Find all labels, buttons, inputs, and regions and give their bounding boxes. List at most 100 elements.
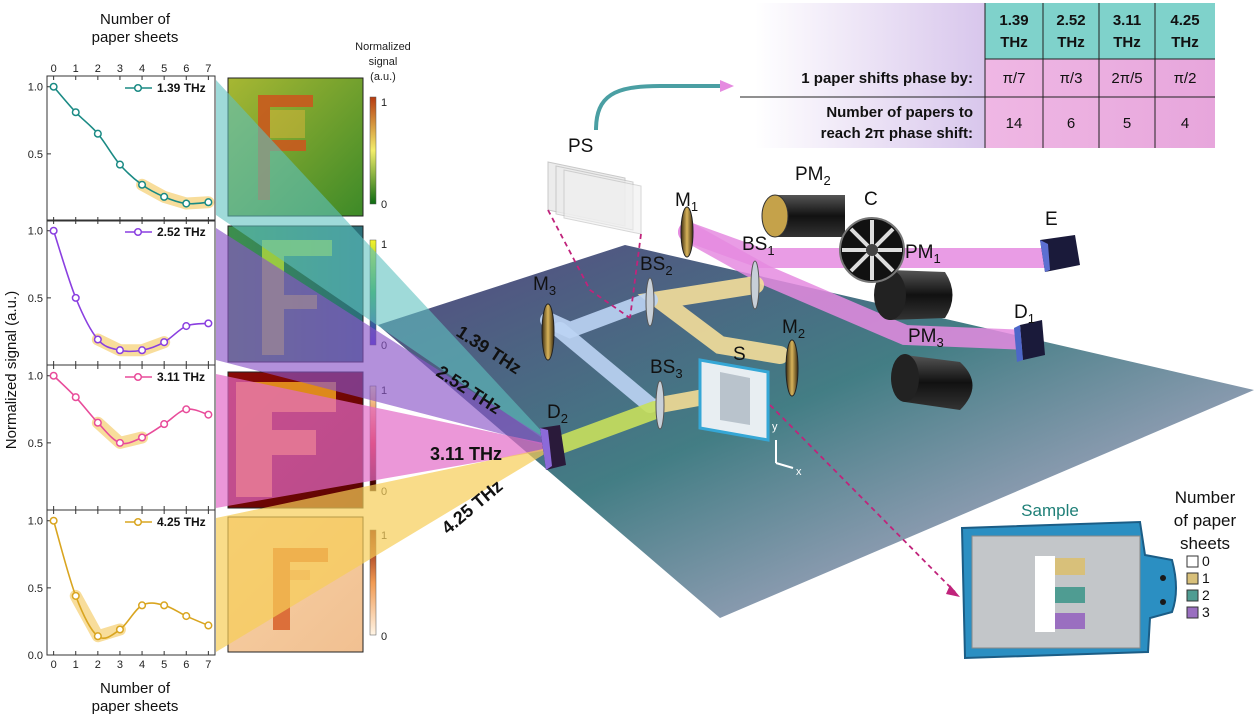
data-point: [71, 393, 80, 402]
arrow-head: [720, 80, 734, 92]
legend-marker-4: [133, 517, 143, 527]
colorbar-1-min: 0: [381, 199, 387, 211]
x-tick-label-bottom: 1: [73, 659, 79, 671]
colorbar-title-line2: signal: [369, 56, 398, 68]
table-freq-3-l2: THz: [1113, 34, 1141, 51]
series-line-1: [53, 86, 209, 205]
legend-marker-3: [133, 372, 143, 382]
y-tick-label: 1.0: [28, 82, 43, 94]
x-tick-label-top: 0: [51, 63, 57, 75]
x-tick-label-bottom: 7: [205, 659, 211, 671]
data-point: [115, 346, 124, 355]
legend-swatch-2: [1186, 589, 1199, 602]
data-point: [160, 192, 169, 201]
data-point: [182, 322, 191, 331]
data-point: [49, 371, 58, 380]
ps-to-table-arrow: [594, 84, 720, 131]
table-row2-val-3: 5: [1123, 115, 1131, 132]
data-point: [204, 319, 213, 328]
chopper-wheel: [839, 217, 905, 283]
table-freq-4-l1: 4.25: [1170, 12, 1199, 29]
thz-beam-yellow-1: [637, 276, 789, 364]
data-point: [49, 226, 58, 235]
data-point: [71, 293, 80, 302]
optical-table-plane: [378, 245, 1254, 618]
label-m2: M2: [782, 317, 805, 341]
sample-paper-0: [1035, 556, 1055, 632]
y-tick-label: 1.0: [28, 516, 43, 528]
data-point: [204, 198, 213, 207]
top-xlabel-line2: paper sheets: [92, 29, 179, 46]
legend-label-1: 1.39 THz: [157, 81, 206, 95]
data-point: [49, 516, 58, 525]
axis-label-y: y: [772, 421, 778, 433]
thz-beam-blue-2: [552, 322, 658, 413]
legend-label-2: 2.52 THz: [157, 225, 206, 239]
beamsplitter-bs2: [645, 277, 655, 327]
mirror-m1: [680, 206, 694, 258]
colorbar-1-max: 1: [381, 97, 387, 109]
y-tick-label: 0.5: [28, 583, 43, 595]
bottom-xlabel-line1: Number of: [100, 680, 171, 697]
y-axis-label: Normalized signal (a.u.): [3, 291, 20, 449]
data-point: [138, 346, 147, 355]
data-point: [93, 632, 102, 641]
x-tick-label-top: 7: [205, 63, 211, 75]
data-point: [182, 199, 191, 208]
sample-title: Sample: [1021, 501, 1079, 520]
setup-diagram: 1.39 THz 2.52 THz 3.11 THz 4.25 THz PS: [216, 80, 1254, 652]
data-point: [115, 625, 124, 634]
label-ps: PS: [568, 136, 593, 157]
table-row2-val-1: 14: [1006, 115, 1023, 132]
series-line-4: [52, 520, 209, 640]
table-row2-val-4: 4: [1181, 115, 1189, 132]
x-tick-label-top: 4: [139, 63, 145, 75]
label-pm3: PM3: [908, 326, 944, 350]
x-tick-label-bottom: 4: [139, 659, 145, 671]
label-m1: M1: [675, 190, 698, 214]
sample-holder: [698, 358, 960, 597]
series-line-2: [52, 230, 209, 353]
label-bs2: BS2: [640, 254, 673, 278]
data-point: [160, 420, 169, 429]
table-row2-val-2: 6: [1067, 115, 1075, 132]
table-freq-2-l2: THz: [1057, 34, 1085, 51]
legend-swatch-3: [1186, 606, 1199, 619]
label-d1: D1: [1014, 302, 1035, 326]
parabolic-mirror-pm2: [761, 194, 845, 238]
table-row1-val-2: π/3: [1060, 70, 1083, 87]
table-row1-val-3: 2π/5: [1111, 70, 1142, 87]
mirror-m2: [785, 339, 799, 397]
legend-swatch-1: [1186, 572, 1199, 585]
table-header-bg: [985, 3, 1215, 59]
x-tick-label-top: 1: [73, 63, 79, 75]
legend-title-l2: of paper: [1174, 511, 1237, 530]
legend-label-2: 2: [1202, 587, 1210, 603]
x-tick-label-top: 2: [95, 63, 101, 75]
left-plots: Number of paper sheets Number of paper s…: [3, 11, 216, 715]
top-xlabel-line1: Number of: [100, 11, 171, 28]
y-tick-label: 1.0: [28, 226, 43, 238]
plot-frame-1: [46, 75, 216, 222]
data-point: [138, 601, 147, 610]
legend-swatch-0: [1186, 555, 1199, 568]
table-freq-3-l1: 3.11: [1113, 12, 1141, 29]
legend-title-l1: Number: [1175, 488, 1236, 507]
pump-beam-lower: [678, 222, 1040, 350]
legend-marker-2: [133, 227, 143, 237]
colorbar-1: [369, 96, 377, 205]
data-point: [115, 438, 124, 447]
label-sample: S: [733, 344, 746, 365]
beamsplitter-bs3: [655, 380, 665, 430]
mirror-m3: [541, 303, 555, 361]
table-row1-val-4: π/2: [1174, 70, 1197, 87]
data-point: [93, 335, 102, 344]
data-point: [93, 418, 102, 427]
x-tick-label-top: 3: [117, 63, 123, 75]
y-tick-label: 0.5: [28, 149, 43, 161]
x-tick-label-bottom: 2: [95, 659, 101, 671]
table-freq-1-l2: THz: [1000, 34, 1028, 51]
data-point: [204, 410, 213, 419]
